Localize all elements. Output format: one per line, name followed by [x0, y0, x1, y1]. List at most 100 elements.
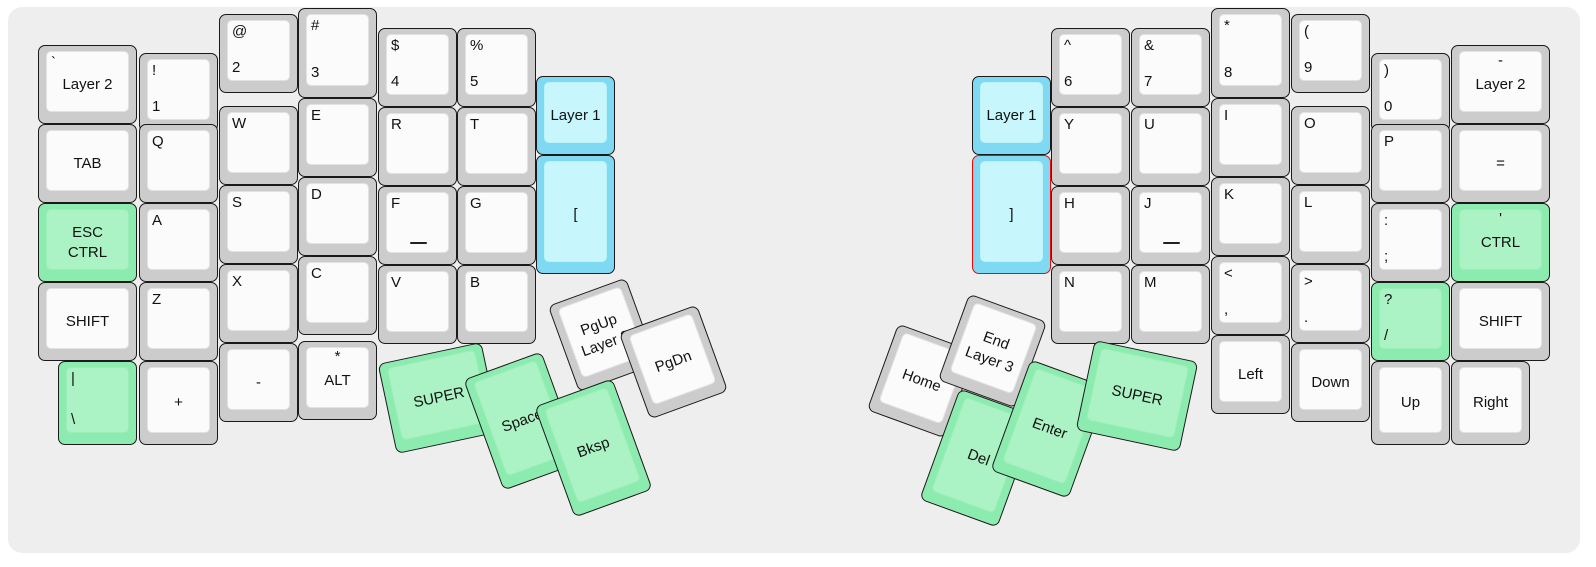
key-4-dollar[interactable]: $4: [378, 28, 457, 107]
key-alt-star[interactable]: *ALT: [298, 341, 377, 420]
key-legend-center: SHIFT: [1478, 312, 1523, 330]
key-quote-ctrl[interactable]: 'CTRL: [1451, 203, 1550, 282]
key-legend-top: @: [232, 23, 248, 40]
key-w[interactable]: W: [219, 106, 298, 185]
key-shift-left[interactable]: SHIFT: [38, 282, 137, 361]
key-z[interactable]: Z: [139, 282, 218, 361]
key-legend-center: -: [256, 373, 261, 391]
key-legend-center: ]: [1009, 205, 1014, 223]
key-p[interactable]: P: [1371, 124, 1450, 203]
key-3-hash[interactable]: #3: [298, 8, 377, 98]
key-x[interactable]: X: [219, 264, 298, 343]
key-tab[interactable]: TAB: [38, 124, 137, 203]
key-period-gt[interactable]: >.: [1291, 264, 1370, 343]
keycap-surface: [1139, 271, 1202, 332]
keycap-surface: [1219, 14, 1282, 86]
key-legend-top: V: [391, 274, 402, 291]
key-semicolon-colon[interactable]: :;: [1371, 203, 1450, 282]
key-h[interactable]: H: [1051, 186, 1130, 265]
key-g[interactable]: G: [457, 186, 536, 265]
key-bracket-left[interactable]: [: [536, 155, 615, 274]
key-arrow-up[interactable]: Up: [1371, 361, 1450, 445]
key-legend-bottom: 7: [1144, 73, 1153, 91]
key-legend-top: U: [1144, 116, 1155, 133]
key-0-paren[interactable]: )0: [1371, 53, 1450, 132]
keycap-surface: [465, 113, 528, 174]
key-legend-top: <: [1224, 265, 1233, 282]
keycap-surface: [1459, 130, 1542, 191]
key-legend-top: J: [1144, 195, 1152, 212]
key-s[interactable]: S: [219, 185, 298, 264]
key-2-at[interactable]: @2: [219, 14, 298, 93]
key-arrow-left[interactable]: Left: [1211, 335, 1290, 414]
key-1-bang[interactable]: !1: [139, 53, 218, 132]
key-layer1-left[interactable]: Layer 1: [536, 76, 615, 155]
keycap-surface: [1379, 209, 1442, 270]
keycap-surface: [1059, 271, 1122, 332]
key-legend-top-center: ': [1499, 210, 1502, 227]
key-a[interactable]: A: [139, 203, 218, 282]
key-l[interactable]: L: [1291, 185, 1370, 264]
key-legend-center: Layer 1: [550, 106, 601, 124]
key-legend-top: S: [232, 194, 243, 211]
keycap-surface: [980, 161, 1043, 262]
key-y[interactable]: Y: [1051, 107, 1130, 186]
key-u[interactable]: U: [1131, 107, 1210, 186]
key-o[interactable]: O: [1291, 106, 1370, 185]
key-arrow-right[interactable]: Right: [1451, 361, 1530, 445]
key-minus[interactable]: -: [219, 343, 298, 422]
key-plus[interactable]: +: [139, 361, 218, 445]
key-m[interactable]: M: [1131, 265, 1210, 344]
key-i[interactable]: I: [1211, 98, 1290, 177]
key-layer2-minus[interactable]: -Layer 2: [1451, 45, 1550, 124]
key-legend-top: T: [470, 116, 480, 133]
key-legend-bottom: 3: [311, 64, 320, 82]
key-k[interactable]: K: [1211, 177, 1290, 256]
key-r[interactable]: R: [378, 107, 457, 186]
keycap-surface: [1379, 367, 1442, 433]
key-b[interactable]: B: [457, 265, 536, 344]
key-arrow-down[interactable]: Down: [1291, 343, 1370, 422]
key-super-right[interactable]: SUPER: [1075, 339, 1199, 453]
key-legend-top: !: [152, 62, 157, 79]
key-legend-top: L: [1304, 194, 1313, 211]
key-slash-question[interactable]: ?/: [1371, 282, 1450, 361]
key-legend-top: %: [470, 37, 484, 54]
key-5-percent[interactable]: %5: [457, 28, 536, 107]
key-f[interactable]: F: [378, 186, 457, 265]
keycap-surface: [66, 367, 129, 433]
key-q[interactable]: Q: [139, 124, 218, 203]
key-pipe-backslash[interactable]: |\: [58, 361, 137, 445]
key-e[interactable]: E: [298, 98, 377, 177]
key-bksp[interactable]: Bksp: [534, 378, 653, 518]
key-bracket-right[interactable]: ]: [972, 155, 1051, 274]
key-t[interactable]: T: [457, 107, 536, 186]
key-7-amp[interactable]: &7: [1131, 28, 1210, 107]
keycap-surface: [46, 130, 129, 191]
key-comma-lt[interactable]: <,: [1211, 256, 1290, 335]
key-v[interactable]: V: [378, 265, 457, 344]
keycap-surface: [1139, 113, 1202, 174]
key-layer2-grave[interactable]: `Layer 2: [38, 45, 137, 124]
key-legend-center: Layer 1: [986, 106, 1037, 124]
key-9-paren[interactable]: (9: [1291, 14, 1370, 93]
key-legend-bottom: ;: [1384, 248, 1389, 266]
key-6-caret[interactable]: ^6: [1051, 28, 1130, 107]
key-layer1-right[interactable]: Layer 1: [972, 76, 1051, 155]
key-legend-center: =: [1496, 154, 1505, 172]
keycap-surface: [147, 288, 210, 349]
key-shift-right[interactable]: SHIFT: [1451, 282, 1550, 361]
keycap-surface: [227, 112, 290, 173]
key-c[interactable]: C: [298, 256, 377, 335]
keycap-surface: [46, 288, 129, 349]
key-d[interactable]: D: [298, 177, 377, 256]
keycap-surface: [980, 82, 1043, 143]
key-legend-center: Layer 2: [62, 75, 113, 93]
key-j[interactable]: J: [1131, 186, 1210, 265]
key-n[interactable]: N: [1051, 265, 1130, 344]
key-legend-top: G: [470, 195, 482, 212]
key-8-star[interactable]: *8: [1211, 8, 1290, 98]
key-legend-center: Up: [1400, 394, 1421, 412]
key-equals[interactable]: =: [1451, 124, 1550, 203]
